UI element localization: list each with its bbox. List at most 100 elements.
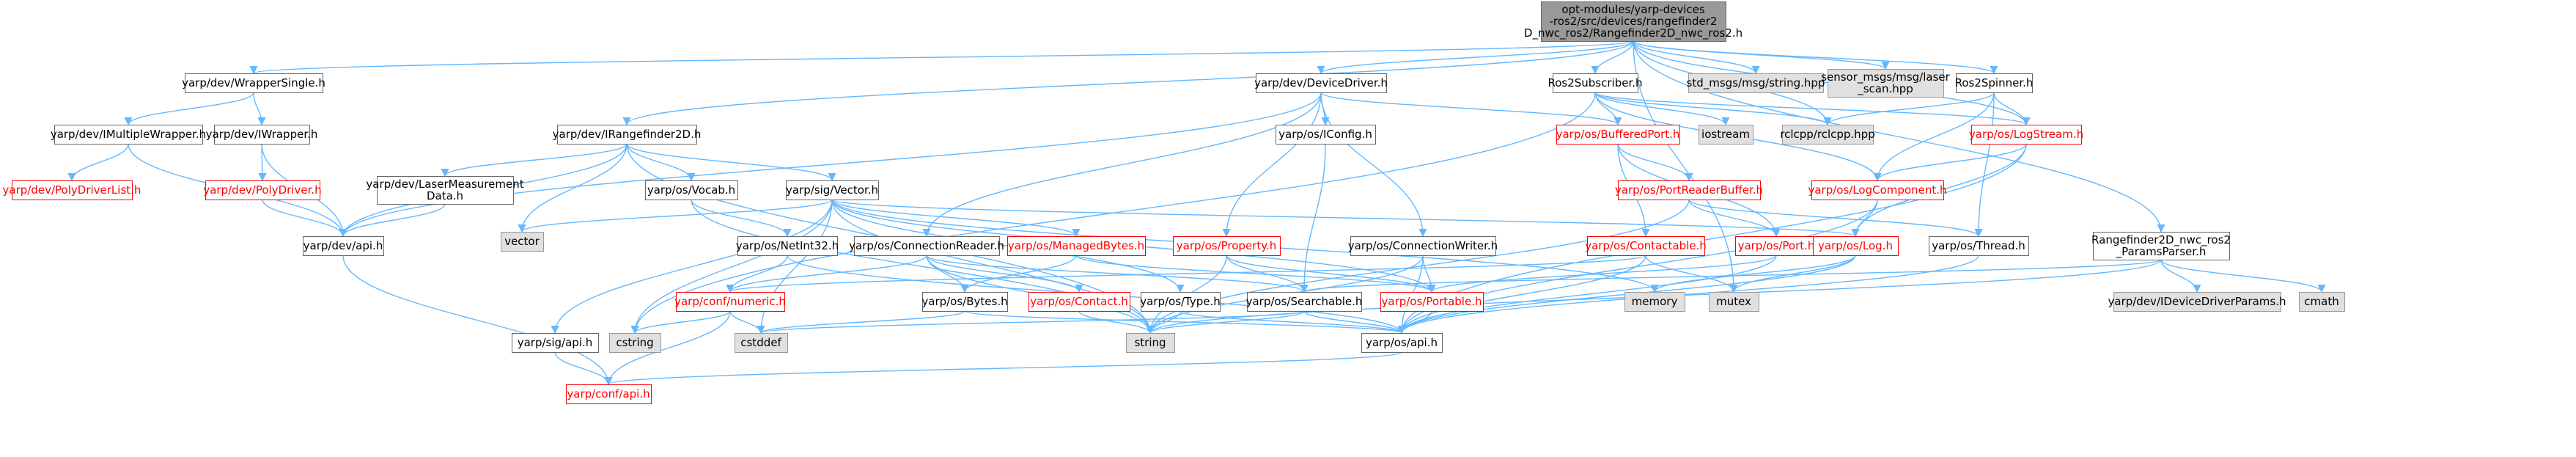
edge-connection-reader-to-contact xyxy=(926,255,1083,293)
node-label: yarp/os/Thread.h xyxy=(1932,239,2025,252)
node-box xyxy=(2113,292,2281,312)
node-box xyxy=(1624,292,1685,312)
edge-bytes-to-cstddef xyxy=(757,310,965,334)
node-box xyxy=(1028,292,1130,312)
node-irangefinder[interactable]: yarp/dev/IRangefinder2D.h xyxy=(553,125,702,145)
node-label: yarp/os/LogStream.h xyxy=(1969,128,2083,141)
node-bytes[interactable]: yarp/os/Bytes.h xyxy=(921,292,1008,312)
node-label: yarp/os/Property.h xyxy=(1177,239,1276,252)
node-device-driver[interactable]: yarp/dev/DeviceDriver.h xyxy=(1254,73,1388,93)
node-contact[interactable]: yarp/os/Contact.h xyxy=(1028,292,1130,312)
node-connection-writer[interactable]: yarp/os/ConnectionWriter.h xyxy=(1348,236,1498,256)
node-log-component[interactable]: yarp/os/LogComponent.h xyxy=(1808,180,1947,200)
node-contactable[interactable]: yarp/os/Contactable.h xyxy=(1585,236,1707,256)
node-vocab[interactable]: yarp/os/Vocab.h xyxy=(645,180,738,200)
node-port[interactable]: yarp/os/Port.h xyxy=(1735,236,1818,256)
node-iconfig[interactable]: yarp/os/IConfig.h xyxy=(1276,125,1376,145)
node-label: yarp/dev/api.h xyxy=(303,239,383,252)
node-sig-vector[interactable]: yarp/sig/Vector.h xyxy=(786,180,879,200)
node-box xyxy=(1380,292,1484,312)
node-wrapper-single[interactable]: yarp/dev/WrapperSingle.h xyxy=(182,73,325,93)
edge-conf-numeric-to-cstring xyxy=(630,310,731,334)
edge-device-driver-to-connection-writer xyxy=(1320,92,1427,238)
node-port-reader-buffer[interactable]: yarp/os/PortReaderBuffer.h xyxy=(1615,180,1763,200)
edge-port-to-portable xyxy=(1427,255,1777,293)
node-property[interactable]: yarp/os/Property.h xyxy=(1173,236,1281,256)
node-label: iostream xyxy=(1701,128,1750,141)
node-box xyxy=(1956,73,2033,93)
node-conf-numeric[interactable]: yarp/conf/numeric.h xyxy=(674,292,786,312)
node-label: Ros2Subscriber.h xyxy=(1548,76,1642,89)
edge-contactable-to-mutex xyxy=(1645,255,1738,293)
node-ros2-spinner[interactable]: Ros2Spinner.h xyxy=(1955,73,2034,93)
node-label: rclcpp/rclcpp.hpp xyxy=(1780,128,1874,141)
node-thread[interactable]: yarp/os/Thread.h xyxy=(1929,236,2029,256)
edge-ros2-spinner-to-log-component xyxy=(1873,92,1995,182)
node-box xyxy=(1828,69,1944,98)
node-managed-bytes[interactable]: yarp/os/ManagedBytes.h xyxy=(1007,236,1146,256)
node-log[interactable]: yarp/os/Log.h xyxy=(1813,236,1899,256)
node-label: mutex xyxy=(1716,295,1751,308)
node-connection-reader[interactable]: yarp/os/ConnectionReader.h xyxy=(849,236,1004,256)
node-root[interactable]: opt-modules/yarp-devices-ros2/src/device… xyxy=(1524,1,1743,42)
edge-root-to-params-parser xyxy=(1633,40,2165,233)
node-portable[interactable]: yarp/os/Portable.h xyxy=(1380,292,1484,312)
edge-log-to-memory xyxy=(1650,255,1856,293)
node-sig-api[interactable]: yarp/sig/api.h xyxy=(512,333,599,353)
node-label: yarp/os/Contact.h xyxy=(1030,295,1128,308)
node-netint32[interactable]: yarp/os/NetInt32.h xyxy=(736,236,839,256)
edge-root-to-irangefinder xyxy=(622,40,1634,126)
edge-os-type-to-os-api xyxy=(1180,310,1406,334)
node-searchable[interactable]: yarp/os/Searchable.h xyxy=(1246,292,1363,312)
node-box xyxy=(1276,125,1376,145)
edge-log-to-mutex xyxy=(1729,255,1856,293)
edges-layer xyxy=(67,40,2326,386)
node-label: yarp/dev/IMultipleWrapper.h xyxy=(51,128,206,141)
edge-sig-vector-to-managed-bytes xyxy=(831,199,1081,238)
edge-params-parser-to-idevicedriverparams xyxy=(2160,259,2201,293)
node-label: yarp/os/Portable.h xyxy=(1382,295,1482,308)
node-label: yarp/os/Searchable.h xyxy=(1246,295,1363,308)
node-string: string xyxy=(1126,333,1175,353)
node-label: string xyxy=(1134,336,1166,349)
node-box xyxy=(1141,292,1221,312)
node-box xyxy=(1813,236,1899,256)
edge-ros2-spinner-to-thread xyxy=(1974,92,1995,238)
edge-log-component-to-log xyxy=(1851,199,1878,238)
node-box xyxy=(1556,125,1680,145)
edge-vocab-to-string xyxy=(691,199,1155,334)
node-iostream: iostream xyxy=(1699,125,1753,145)
node-memory: memory xyxy=(1624,292,1685,312)
node-box xyxy=(1541,1,1726,42)
edge-ros2-spinner-to-rclcpp xyxy=(1823,92,1995,126)
node-box xyxy=(609,333,661,353)
node-iwrapper[interactable]: yarp/dev/IWrapper.h xyxy=(206,125,318,145)
node-os-api[interactable]: yarp/os/api.h xyxy=(1361,333,1443,353)
node-buffered-port[interactable]: yarp/os/BufferedPort.h xyxy=(1556,125,1680,145)
edge-managed-bytes-to-portable xyxy=(1075,255,1436,293)
node-ros2-subscriber[interactable]: Ros2Subscriber.h xyxy=(1548,73,1643,93)
node-imultiple-wrapper[interactable]: yarp/dev/IMultipleWrapper.h xyxy=(51,125,206,145)
node-cmath: cmath xyxy=(2299,292,2345,312)
node-label: yarp/dev/LaserMeasurement xyxy=(366,178,523,191)
node-box xyxy=(12,180,133,200)
node-label: yarp/os/NetInt32.h xyxy=(736,239,839,252)
edge-ros2-spinner-to-logstream xyxy=(1993,92,2031,126)
node-label: D_nwc_ros2/Rangefinder2D_nwc_ros2.h xyxy=(1524,26,1743,40)
node-conf-api[interactable]: yarp/conf/api.h xyxy=(566,384,652,404)
node-dev-api[interactable]: yarp/dev/api.h xyxy=(303,236,384,256)
node-label: yarp/dev/IRangefinder2D.h xyxy=(553,128,702,141)
node-box xyxy=(214,125,310,145)
node-os-type[interactable]: yarp/os/Type.h xyxy=(1140,292,1221,312)
edge-sig-vector-to-vector xyxy=(518,199,833,233)
node-logstream[interactable]: yarp/os/LogStream.h xyxy=(1969,125,2083,145)
node-polydriverlist[interactable]: yarp/dev/PolyDriverList.h xyxy=(3,180,141,200)
node-label: yarp/conf/numeric.h xyxy=(674,295,786,308)
edge-root-to-device-driver xyxy=(1317,40,1634,75)
node-polydriver[interactable]: yarp/dev/PolyDriver.h xyxy=(203,180,322,200)
node-box xyxy=(1350,236,1496,256)
node-params-parser[interactable]: Rangefinder2D_nwc_ros2_ParamsParser.h xyxy=(2091,232,2231,260)
node-label: cmath xyxy=(2304,295,2338,308)
node-label: yarp/dev/WrapperSingle.h xyxy=(182,76,325,89)
